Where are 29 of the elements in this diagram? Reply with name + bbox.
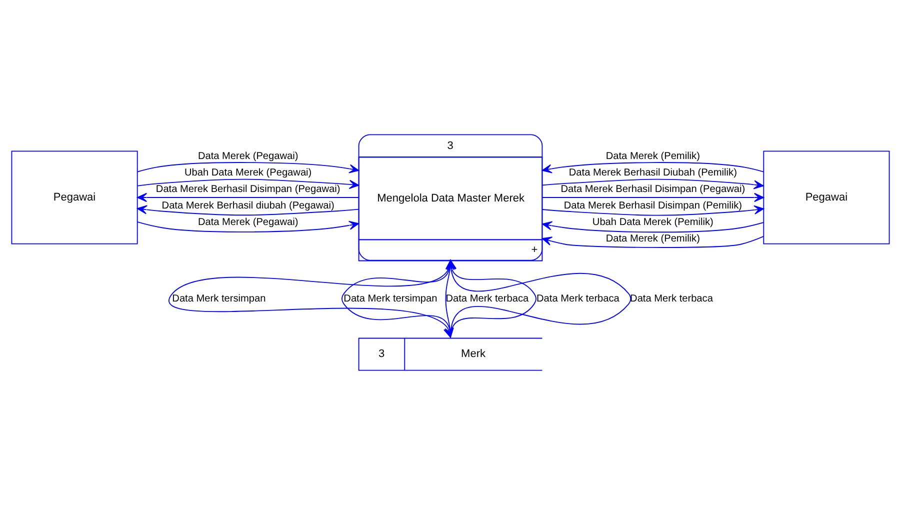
- edge-label: Data Merek Berhasil diubah (Pegawai): [162, 200, 334, 212]
- arrow: [136, 220, 360, 232]
- arrow: [542, 162, 764, 174]
- arrow: [137, 192, 359, 202]
- node-box: Pegawai: [763, 150, 890, 244]
- arrow: [542, 192, 764, 202]
- node-box: Pegawai: [11, 150, 138, 244]
- edge-label: Data Merek Berhasil Disimpan (Pegawai): [156, 184, 340, 195]
- edge-label: Data Merek (Pemilik): [606, 150, 700, 162]
- edge-label: Data Merek (Pemilik): [606, 233, 700, 244]
- edge-label: Data Merek (Pegawai): [198, 150, 298, 162]
- edge-label: Data Merk terbaca: [536, 293, 620, 304]
- edge-label: Data Merk tersimpan: [344, 293, 438, 304]
- arrow: [137, 162, 360, 174]
- arrow: [542, 178, 764, 190]
- arrow: [137, 178, 360, 190]
- edge-label: Data Merk terbaca: [446, 293, 529, 304]
- edge-label: Data Merek Berhasil Diubah (Pemilik): [568, 167, 737, 178]
- edge-label: Ubah Data Merek (Pegawai): [184, 167, 312, 178]
- arrow: [542, 236, 764, 248]
- edge-label: Data Merk terbaca: [630, 293, 713, 304]
- arrow: [137, 205, 359, 216]
- edge-label: Data Merk tersimpan: [172, 293, 266, 304]
- edge-label: Data Merek Berhasil Disimpan (Pemilik): [564, 200, 742, 212]
- arrow: [542, 205, 764, 216]
- arrow: [542, 221, 764, 233]
- edge-label: Data Merek Berhasil Disimpan (Pegawai): [560, 184, 746, 195]
- edge-label: Data Merek (Pegawai): [198, 216, 298, 228]
- edge-label: Ubah Data Merek (Pemilik): [592, 216, 714, 228]
